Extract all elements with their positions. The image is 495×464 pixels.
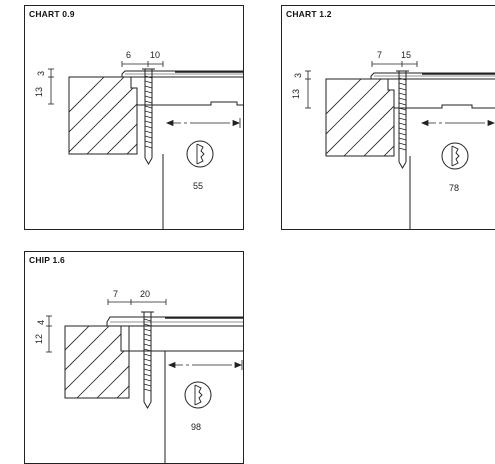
hinge-cup-icon	[186, 140, 214, 168]
top-plate	[370, 72, 495, 80]
dimension-label-c: 4	[36, 320, 46, 325]
dimension-label-b: 20	[140, 289, 150, 299]
dimension-label-a: 7	[113, 289, 118, 299]
hinge-value: 78	[449, 183, 459, 193]
assembly-drawing: 6 10 3 13 55	[34, 50, 243, 229]
hinge-value: 55	[193, 181, 203, 191]
dimension-label-c: 3	[36, 71, 46, 76]
panel-title: CHART 0.9	[29, 9, 75, 19]
assembly-drawing: 7 20 4 12 98	[34, 289, 243, 463]
dimension-label-c: 3	[293, 73, 303, 78]
dimension-label-b: 10	[150, 50, 160, 60]
top-plate	[106, 316, 243, 327]
hinge-cup-icon	[184, 381, 212, 409]
dimension-label-a: 6	[126, 50, 131, 60]
hinge-value: 98	[191, 422, 201, 432]
dimension-label-d: 12	[34, 334, 44, 344]
dimension-label-b: 15	[401, 50, 411, 60]
screw-icon	[396, 70, 409, 169]
top-plate	[121, 70, 243, 78]
wood-block	[64, 325, 130, 399]
diagram-panel-chart-0-9: CHART 0.9	[24, 5, 244, 230]
assembly-drawing: 7 15 3 13 78	[291, 50, 495, 229]
hinge-cup-icon	[441, 142, 469, 170]
panel-title: CHART 1.2	[286, 9, 332, 19]
bracket	[393, 90, 495, 109]
bracket	[136, 88, 243, 106]
dimension-label-a: 7	[377, 50, 382, 60]
dimension-label-d: 13	[291, 89, 301, 99]
diagram-panel-chart-1-2: CHART 1.2	[281, 5, 495, 230]
screw-icon	[141, 311, 154, 409]
dimension-label-d: 13	[34, 87, 44, 97]
wood-block	[325, 78, 395, 157]
screw-icon	[142, 68, 155, 165]
panel-title: CHIP 1.6	[29, 255, 65, 265]
wood-block	[68, 76, 138, 155]
diagram-panel-chip-1-6: CHIP 1.6	[24, 251, 244, 464]
